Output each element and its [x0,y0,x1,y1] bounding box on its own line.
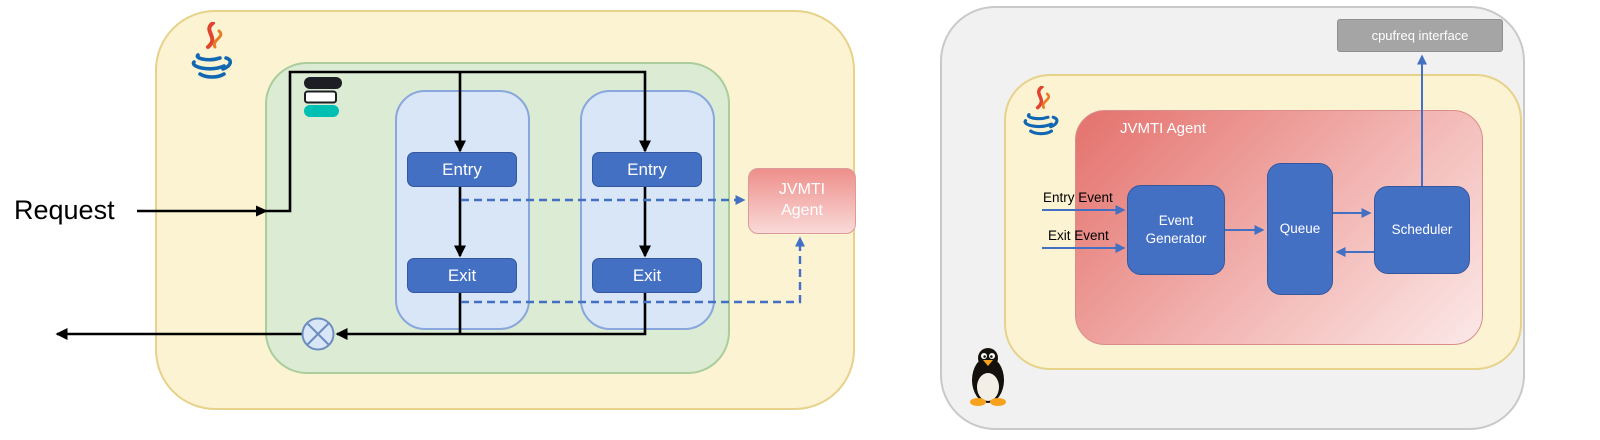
entry-node-1: Entry [407,152,517,187]
entry-event-label: Entry Event [1043,190,1113,205]
instrumented-method-column-1 [395,90,530,330]
exit-node-1-label: Exit [447,265,477,285]
java-logo-icon [183,21,235,82]
exit-event-label: Exit Event [1048,228,1109,243]
elastic-logo-icon [303,76,343,118]
entry-node-2-label: Entry [627,159,667,179]
scheduler-node: Scheduler [1374,186,1470,274]
cpufreq-interface-label: cpufreq interface [1371,28,1469,43]
jvmti-agent-label-line1: JVMTI [778,181,826,199]
request-label: Request [14,195,115,225]
queue-label: Queue [1279,221,1321,237]
entry-node-1-label: Entry [442,159,482,179]
jvmti-agent-node-left: JVMTI Agent [748,168,856,234]
exit-node-1: Exit [407,258,517,293]
jvmti-agent-container-title: JVMTI Agent [1120,120,1206,137]
java-logo-icon [1016,85,1061,138]
exit-node-2-label: Exit [632,265,662,285]
instrumented-method-column-2 [580,90,715,330]
tux-linux-icon [966,346,1010,406]
event-generator-label-line1: Event [1158,213,1194,229]
scheduler-label: Scheduler [1391,222,1453,238]
cpufreq-interface-node: cpufreq interface [1337,19,1503,52]
exit-node-2: Exit [592,258,702,293]
entry-node-2: Entry [592,152,702,187]
event-generator-node: Event Generator [1127,185,1225,275]
jvmti-agent-label-line2: Agent [781,202,823,219]
xor-merge-icon [300,316,336,352]
event-generator-label-line2: Generator [1145,231,1207,246]
queue-node: Queue [1267,163,1333,295]
